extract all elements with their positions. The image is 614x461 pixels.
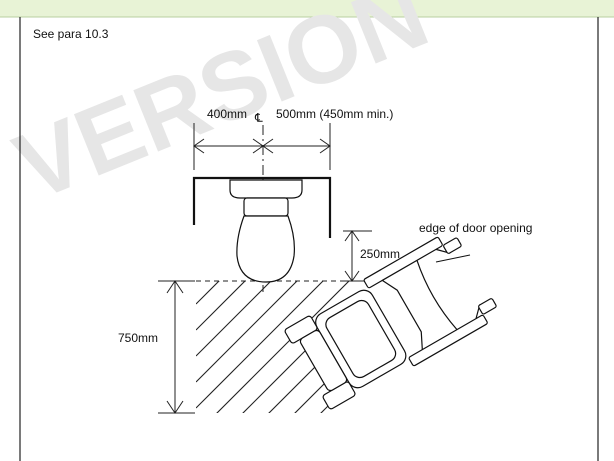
para-reference: See para 10.3	[33, 27, 109, 41]
hatched-depth-label: 750mm	[118, 331, 158, 345]
hatched-depth-dimension	[158, 280, 195, 414]
door-edge-label: edge of door opening	[419, 221, 532, 235]
clear-depth-label: 250mm	[360, 247, 400, 261]
wall-recess	[192, 176, 332, 238]
left-width-label: 400mm	[207, 107, 247, 121]
centerline-symbol: ℄	[254, 111, 263, 125]
top-banner	[0, 0, 614, 17]
wc-pan	[229, 179, 303, 283]
wheelchair	[284, 236, 497, 410]
right-width-label: 500mm (450mm min.)	[276, 107, 393, 121]
